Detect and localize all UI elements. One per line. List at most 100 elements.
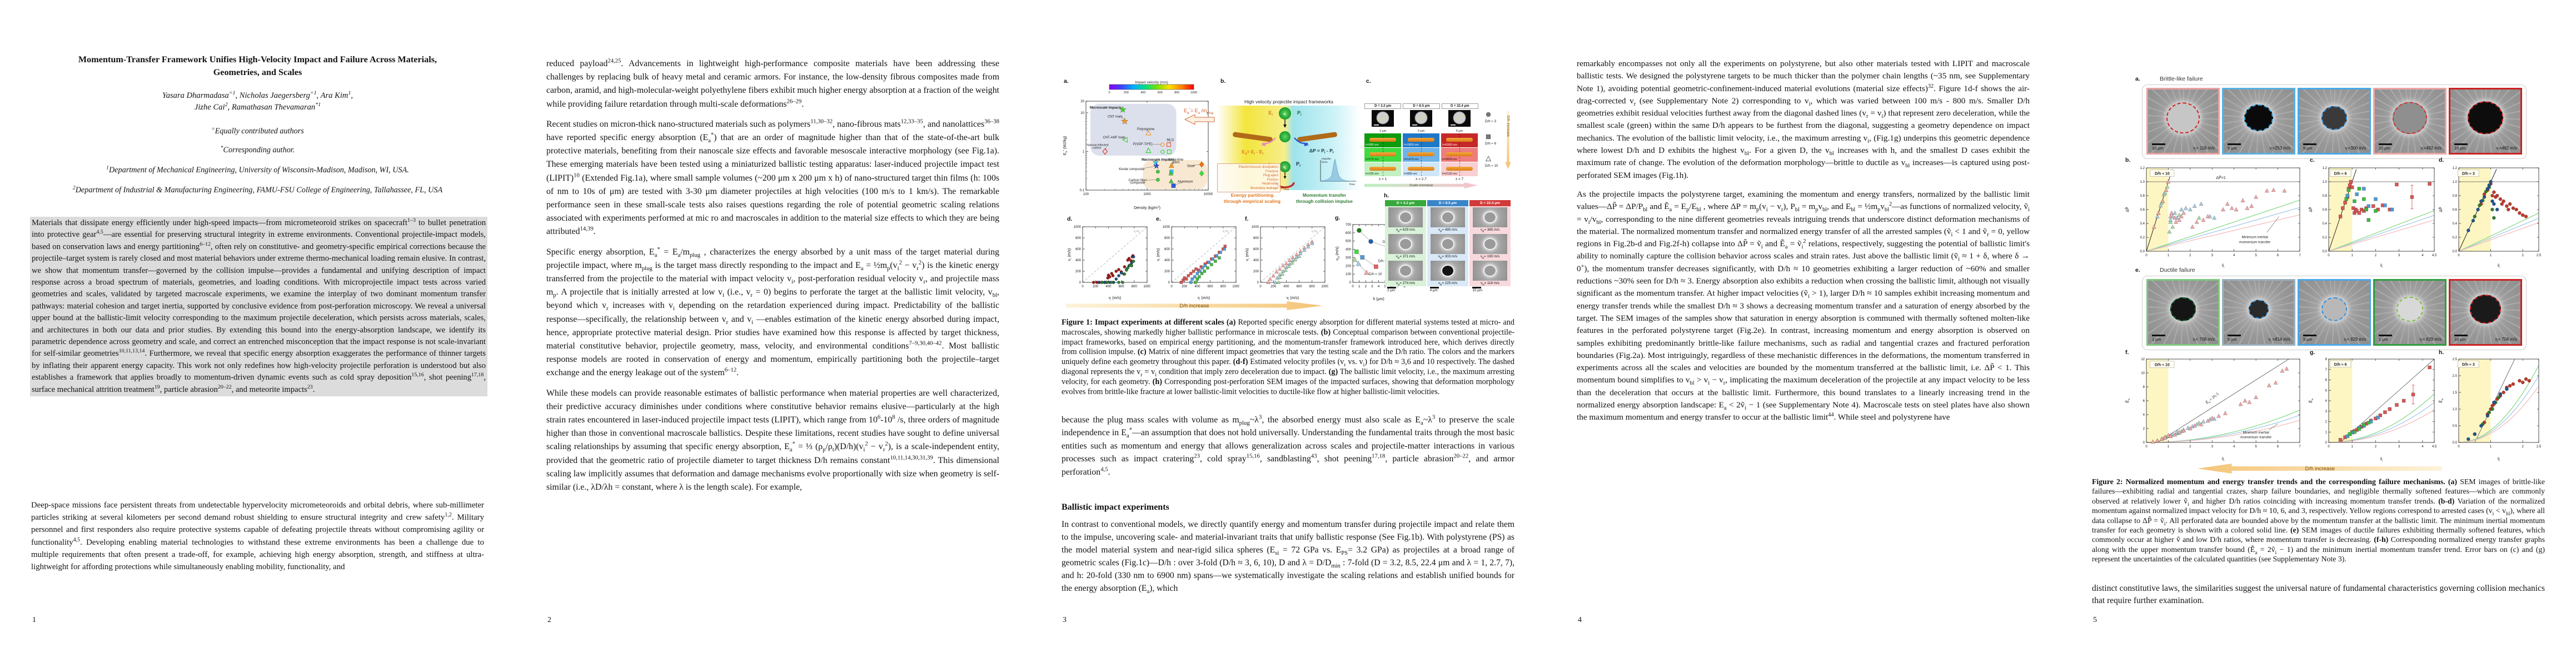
svg-text:vr​ (m/s): vr​ (m/s) — [1245, 248, 1250, 261]
svg-text:100: 100 — [1083, 193, 1089, 196]
svg-text:0.6: 0.6 — [2453, 208, 2458, 212]
paragraph: Specific energy absorption, Ea* = Ea/mpl… — [546, 246, 1000, 378]
sem-tile: 1 μm vi= 629 m/s — [2373, 279, 2447, 346]
svg-text:4: 4 — [2421, 445, 2424, 449]
equal-contribution-note: =Equally contributed authors — [211, 126, 304, 136]
svg-text:vi​ (m/s): vi​ (m/s) — [1109, 296, 1121, 300]
svg-text:4.5: 4.5 — [2432, 254, 2437, 257]
svg-text:1.2: 1.2 — [2140, 167, 2145, 170]
loss-item: Plug eject — [1263, 173, 1278, 178]
svg-text:0.0: 0.0 — [2323, 250, 2328, 253]
svg-text:200: 200 — [1182, 285, 1188, 288]
svg-text:2: 2 — [1365, 285, 1367, 288]
fig1h-diameter-header: D = 8.5 μm — [1427, 200, 1468, 206]
svg-text:D/h ≈ 6: D/h ≈ 6 — [2334, 363, 2347, 367]
fig1h-sem-cell: vbl= 190 m/s — [1469, 233, 1511, 260]
svg-text:Kevlar composite: Kevlar composite — [1119, 168, 1145, 171]
hollow-arrow-left-icon — [1184, 114, 1215, 125]
svg-text:D/h ≈ 10: D/h ≈ 10 — [1485, 164, 1498, 168]
svg-text:0: 0 — [1259, 285, 1262, 288]
fig1c-film-cell: h=2800 nm — [1403, 133, 1439, 147]
film-thickness-label: h=6900 nm — [1442, 143, 1457, 147]
svg-text:10000: 10000 — [1204, 193, 1213, 196]
svg-text:0.2: 0.2 — [2323, 236, 2328, 240]
svg-text:0: 0 — [2325, 441, 2328, 445]
svg-text:0: 0 — [1079, 281, 1082, 285]
sem-image — [1388, 207, 1423, 227]
scale-increase-arrow: Scale increase — [1364, 182, 1478, 188]
svg-text:vr​=vi​: vr​=vi​ — [1134, 230, 1140, 234]
svg-text:2: 2 — [2143, 427, 2145, 431]
film-thickness-label: h=2130 nm — [1442, 172, 1457, 176]
scalebar: 5 μm — [2303, 335, 2316, 342]
fig1c-film-cell: h=990 nm — [1364, 133, 1401, 147]
svg-text:mplug​: mplug​ — [1281, 186, 1289, 190]
svg-text:400: 400 — [1283, 285, 1289, 288]
svg-text:400: 400 — [1140, 91, 1145, 94]
dh-legend-svg: D/h ≈ 3D/h ≈ 6D/h ≈ 10 — [1485, 112, 1498, 168]
svg-text:ΔP̃: ΔP̃ — [2309, 207, 2313, 212]
svg-text:D/h ≈ 10: D/h ≈ 10 — [2155, 172, 2170, 176]
svg-text:0: 0 — [1082, 285, 1084, 288]
paragraph: remarkably encompasses not only all the … — [1577, 59, 2030, 180]
svg-text:400: 400 — [1164, 259, 1170, 262]
svg-text:0: 0 — [1170, 285, 1173, 288]
svg-text:200: 200 — [1075, 270, 1082, 273]
lambda-label: λ = 2.7 — [1416, 177, 1427, 181]
svg-text:4: 4 — [2421, 254, 2424, 257]
vbl-label: vbl= 190 m/s — [1480, 255, 1500, 260]
perforation-crater — [1483, 211, 1497, 223]
svg-text:0.4: 0.4 — [2453, 222, 2458, 226]
page-number-2: 2 — [547, 616, 551, 624]
figure-2: a. Brittle-like failure 10 μm vi= 118 m/… — [2092, 72, 2545, 474]
section-heading: Ballistic impact experiments — [1062, 502, 1169, 512]
fig1h-sem-cell: vbl= 274 m/s — [1385, 260, 1426, 286]
sem-tile: 10 μm vi= 704 m/s — [2449, 279, 2522, 346]
svg-text:1000: 1000 — [1163, 226, 1170, 229]
svg-text:Pi​: Pi​ — [1297, 110, 1302, 117]
svg-text:Carbon fiber: Carbon fiber — [1128, 179, 1147, 182]
dh-increase-varrow — [1505, 111, 1511, 169]
svg-text:composite: composite — [1130, 182, 1145, 185]
svg-text:vi​ (m/s): vi​ (m/s) — [1198, 296, 1210, 300]
fig1b-specific-energy-formula: Ea*= Ea /mplug — [1184, 107, 1237, 127]
sem-tile: 5 μm vi=253 m/s — [2222, 88, 2295, 155]
film-thickness-label: h=330 nm — [1366, 172, 1379, 176]
svg-text:4: 4 — [1378, 285, 1380, 288]
perforation-crater — [1399, 265, 1412, 277]
panel-f-label: f. — [1245, 216, 1249, 222]
vbl-label: vbl= 495 m/s — [1438, 228, 1458, 233]
svg-text:200: 200 — [1164, 270, 1170, 273]
svg-text:Aluminium: Aluminium — [1178, 180, 1193, 183]
sem-image — [1431, 207, 1465, 227]
svg-text:8: 8 — [1403, 285, 1406, 288]
fig1c-sem-thumb: 1 μm — [1364, 110, 1401, 133]
svg-text:2: 2 — [2325, 421, 2328, 424]
fig1h-sem-cell: vbl= 303 m/s — [1427, 233, 1468, 260]
sem-tile: 1 μm vi= 708 m/s — [2146, 279, 2220, 346]
svg-text:400: 400 — [1075, 259, 1082, 262]
panel-c-label: c. — [1366, 78, 1371, 84]
vbl-label: vbl= 303 m/s — [1438, 255, 1458, 260]
perforation-crater — [2244, 104, 2273, 132]
panel-b-label: b. — [1220, 78, 1226, 84]
svg-text:5: 5 — [2255, 254, 2257, 257]
svg-text:ΔP̃=1: ΔP̃=1 — [2216, 176, 2225, 180]
impact-velocity-label: vi= 829 m/s — [2344, 337, 2366, 344]
svg-text:Microscale Impacts: Microscale Impacts — [1090, 106, 1122, 109]
svg-text:7: 7 — [2299, 445, 2301, 449]
panel-g-label: g. — [2310, 349, 2315, 356]
svg-text:1: 1 — [1358, 285, 1361, 288]
svg-text:ṽi​: ṽi​ — [2498, 264, 2500, 268]
fig1c-film-cell: h=2130 nm — [1441, 162, 1478, 176]
svg-text:0.2: 0.2 — [2453, 236, 2458, 240]
svg-text:500: 500 — [1346, 240, 1352, 243]
svg-text:400: 400 — [1346, 248, 1352, 252]
perforation-crater — [1441, 211, 1454, 223]
